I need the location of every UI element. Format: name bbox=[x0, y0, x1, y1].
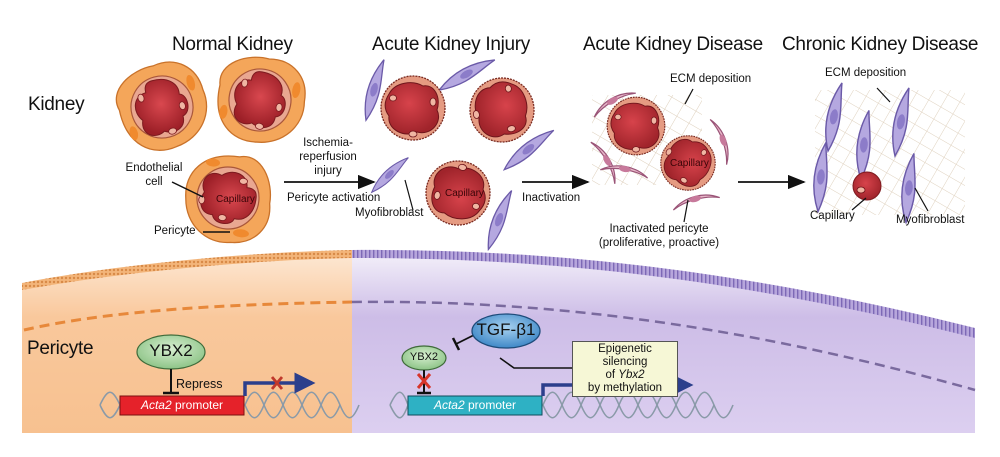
epi-line3: by methylation bbox=[587, 382, 663, 394]
myofibroblast-pointer bbox=[404, 179, 414, 211]
akd-capillary-label: Capillary bbox=[670, 158, 709, 169]
stage-title-normal: Normal Kidney bbox=[172, 34, 293, 55]
endothelial-label-line1: Endothelial bbox=[125, 162, 183, 174]
capillary-label-ckd: Capillary bbox=[810, 210, 855, 222]
normal-capillary-label: Capillary bbox=[216, 194, 255, 205]
nuclear-membrane-orange bbox=[23, 300, 353, 332]
transcription-arrow-left bbox=[243, 372, 316, 396]
row-label-kidney: Kidney bbox=[28, 94, 85, 115]
acta2-promoter-teal bbox=[407, 395, 543, 416]
tgf-b1-shape bbox=[471, 313, 541, 349]
stage-title-ckd: Chronic Kidney Disease bbox=[782, 34, 979, 55]
ischemia-line3: injury bbox=[314, 165, 342, 177]
epi-line1: Epigenetic silencing bbox=[598, 343, 652, 368]
pericyte-label: Pericyte bbox=[154, 225, 196, 237]
inactivated-pericyte-label: Inactivated pericyte (proliferative, pro… bbox=[594, 222, 724, 250]
stage-title-akd: Acute Kidney Disease bbox=[583, 34, 763, 55]
ckd-myofibroblast-pointer bbox=[914, 187, 929, 212]
blocked-x-icon-right bbox=[416, 373, 432, 389]
epi-line2-pre: of bbox=[605, 369, 619, 381]
acta2-promoter-label-left: Acta2 promoter bbox=[120, 398, 244, 412]
repress-label: Repress bbox=[176, 377, 223, 391]
epi-line2: of Ybx2 bbox=[575, 369, 675, 382]
ybx2-label-right: YBX2 bbox=[409, 351, 439, 363]
pericyte-activation-label: Pericyte activation bbox=[287, 192, 381, 204]
ischemia-line2: reperfusion bbox=[299, 151, 357, 163]
ckd-capillary-pointer bbox=[851, 197, 867, 211]
myofibroblast-label-aki: Myofibroblast bbox=[355, 207, 424, 219]
acta2-promoter-red bbox=[119, 395, 245, 416]
epigenetic-silencing-box: Epigenetic silencing of Ybx2 by methylat… bbox=[572, 341, 678, 397]
dna-helix-left bbox=[99, 391, 360, 419]
inactivation-label: Inactivation bbox=[522, 192, 581, 204]
aki-capillary-2 bbox=[464, 72, 540, 148]
endothelial-pointer bbox=[171, 181, 204, 198]
acta2-gene-right: Acta2 bbox=[433, 398, 465, 412]
ybx2-label-left: YBX2 bbox=[149, 341, 193, 360]
acta2-promoter-label-right: Acta2 promoter bbox=[408, 398, 542, 412]
nuclear-membrane-purple bbox=[351, 300, 976, 392]
tgf-b1-label: TGF-β1 bbox=[476, 320, 536, 339]
aki-capillary-label: Capillary bbox=[445, 188, 484, 199]
ckd-capillary bbox=[852, 171, 882, 201]
normal-capillary-2 bbox=[209, 49, 312, 151]
epi-line2-gene: Ybx2 bbox=[618, 369, 645, 381]
acta2-gene-left: Acta2 bbox=[140, 398, 172, 412]
aki-capillary-1 bbox=[380, 75, 446, 141]
row-label-pericyte: Pericyte bbox=[27, 338, 94, 359]
normal-capillary-1 bbox=[108, 53, 217, 160]
ecm-label-ckd: ECM deposition bbox=[825, 67, 907, 79]
endothelial-cell-label: Endothelial cell bbox=[118, 161, 190, 189]
inactivated-line1: Inactivated pericyte bbox=[609, 223, 709, 235]
promoter-word-left: promoter bbox=[171, 398, 224, 412]
inactivated-line2: (proliferative, proactive) bbox=[598, 237, 720, 249]
ischemia-line1: Ischemia- bbox=[303, 137, 353, 149]
stage-title-aki: Acute Kidney Injury bbox=[372, 34, 530, 55]
blocked-x-icon bbox=[270, 376, 284, 390]
akd-capillary-1 bbox=[606, 96, 666, 156]
akd-ecm-pointer bbox=[684, 88, 694, 105]
ecm-label-akd: ECM deposition bbox=[670, 73, 752, 85]
akd-pericyte-pointer bbox=[683, 199, 689, 223]
endothelial-label-line2: cell bbox=[145, 176, 163, 188]
ckd-ecm-pointer bbox=[876, 87, 891, 103]
promoter-word-right: promoter bbox=[464, 398, 517, 412]
ischemia-label: Ischemia- reperfusion injury bbox=[292, 136, 364, 178]
epigenetic-pointer bbox=[499, 357, 574, 369]
myofibroblast-label-ckd: Myofibroblast bbox=[896, 214, 965, 226]
